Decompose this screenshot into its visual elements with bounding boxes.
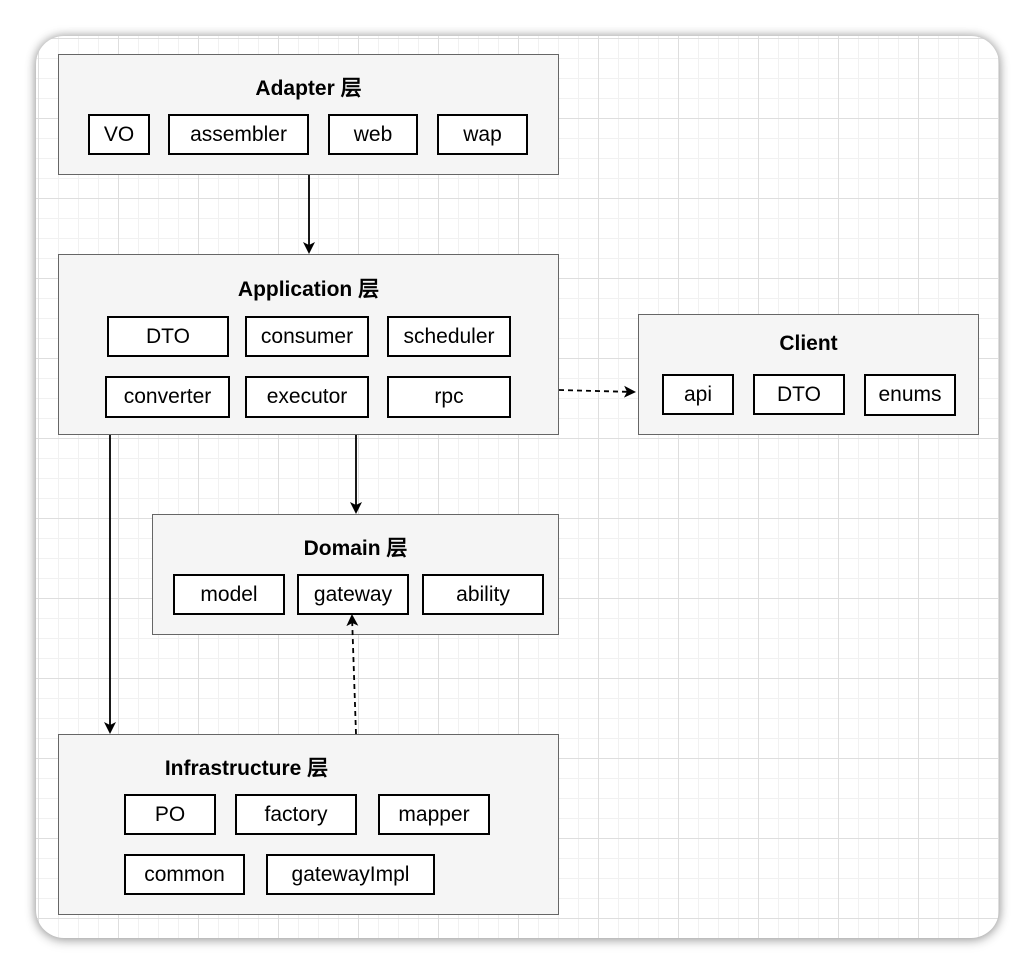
application-component-rpc: rpc (387, 376, 511, 418)
domain-component-ability: ability (422, 574, 544, 615)
infrastructure-component-mapper: mapper (378, 794, 490, 835)
adapter-component-web: web (328, 114, 418, 155)
application-component-consumer: consumer (245, 316, 369, 357)
client-layer-title: Client (779, 332, 838, 355)
adapter-component-assembler: assembler (168, 114, 309, 155)
domain-layer-title: Domain 层 (303, 537, 408, 560)
domain-component-model: model (173, 574, 285, 615)
infrastructure-layer: Infrastructure 层 PO factory mapper commo… (58, 734, 559, 915)
application-component-executor: executor (245, 376, 369, 418)
application-layer-title: Application 层 (237, 278, 380, 301)
application-component-dto: DTO (107, 316, 229, 357)
client-component-api: api (662, 374, 734, 415)
application-layer: Application 层 DTO consumer scheduler con… (58, 254, 559, 435)
arrows-layer (104, 175, 636, 735)
infrastructure-component-po: PO (124, 794, 216, 835)
client-layer: Client api DTO enums (638, 314, 979, 435)
adapter-layer: Adapter 层 VO assembler web wap (58, 54, 559, 175)
diagram-canvas: Adapter 层 VO assembler web wap Applicati… (36, 36, 999, 938)
infrastructure-component-factory: factory (235, 794, 357, 835)
client-component-enums: enums (864, 374, 956, 416)
application-component-scheduler: scheduler (387, 316, 511, 357)
adapter-layer-title: Adapter 层 (255, 77, 362, 100)
arrow-gatewayimpl-to-gateway (346, 614, 359, 735)
domain-component-gateway: gateway (297, 574, 409, 615)
adapter-component-vo: VO (88, 114, 150, 155)
application-component-converter: converter (105, 376, 230, 418)
arrow-application-to-client (558, 385, 636, 398)
client-component-dto: DTO (753, 374, 845, 415)
adapter-component-wap: wap (437, 114, 528, 155)
infrastructure-layer-title: Infrastructure 层 (164, 757, 329, 780)
infrastructure-component-gatewayimpl: gatewayImpl (266, 854, 435, 895)
infrastructure-component-common: common (124, 854, 245, 895)
